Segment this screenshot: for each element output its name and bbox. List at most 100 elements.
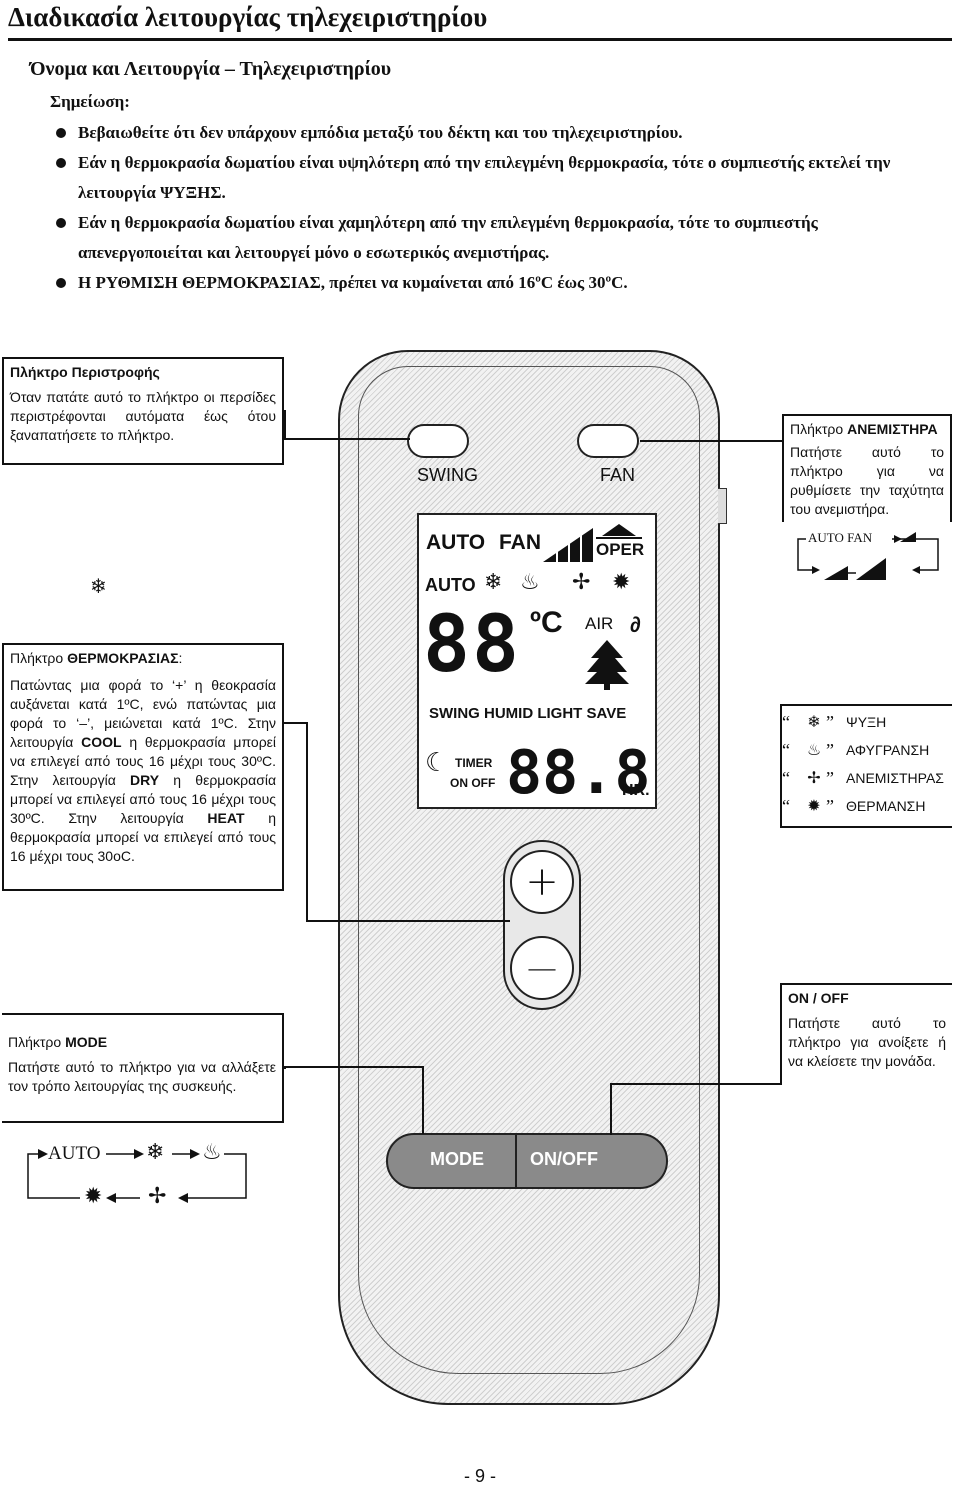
lcd-timer-digits: 88.8	[506, 738, 651, 808]
onoff-leader-line	[610, 1083, 612, 1135]
quote-mark: ”	[826, 767, 834, 788]
lcd-mode-auto-label: AUTO	[425, 575, 476, 595]
remote-inner-outline	[358, 366, 700, 1374]
lcd-air-label: AIR	[585, 614, 614, 633]
dry-icon: ♨	[202, 1140, 222, 1165]
temp-heading-bold: ΘΕΡΜΟΚΡΑΣΙΑΣ	[67, 650, 179, 666]
fan-button-label: FAN	[600, 465, 636, 485]
temp-text-3: η θερμοκρασία μπορεί να επιλεγεί από του…	[10, 772, 277, 826]
temp-heading-prefix: Πλήκτρο	[10, 650, 68, 666]
legend-label-fan: ΑΝΕΜΙΣΤΗΡΑΣ	[846, 769, 944, 786]
lcd-heat-icon: ✹	[612, 570, 631, 595]
swing-button-label: SWING	[417, 465, 478, 485]
snowflake-icon: ❄	[807, 713, 821, 731]
lcd-moon-icon: ☾	[425, 748, 449, 778]
swing-callout-text: Όταν πατάτε αυτό το πλήκτρο οι περσίδες …	[10, 389, 276, 443]
swing-button[interactable]	[407, 424, 469, 458]
fan-cycle-start-label: AUTO FAN	[806, 530, 875, 546]
fan-callout-box: Πλήκτρο ΑΝΕΜΙΣΤΗΡΑ Πατήστε αυτό το πλήκτ…	[782, 414, 952, 522]
lcd-function-labels: SWING HUMID LIGHT SAVE	[429, 705, 627, 722]
temp-cool-label: COOL	[81, 734, 122, 750]
fan-heading-prefix: Πλήκτρο	[790, 421, 848, 437]
mode-cycle-arrows	[27, 1149, 247, 1203]
temperature-up-button[interactable]: +	[510, 850, 574, 914]
oper-arrow-icon	[602, 524, 636, 536]
title-divider	[8, 38, 952, 41]
dry-icon: ♨	[806, 741, 822, 759]
snowflake-icon: ❄	[90, 574, 107, 598]
sun-icon: ✹	[84, 1184, 103, 1209]
fan-leader-line	[640, 440, 782, 442]
mode-legend-box: “❄”ΨΥΞΗ “♨”ΑΦΥΓΡΑΝΣΗ “✢”ΑΝΕΜΙΣΤΗΡΑΣ “✹”Θ…	[780, 704, 952, 828]
legend-label-dry: ΑΦΥΓΡΑΝΣΗ	[846, 741, 930, 758]
lcd-onoff-label: ON OFF	[450, 776, 496, 790]
lcd-hr-label: HR.	[622, 782, 650, 799]
temperature-leader-line	[306, 920, 510, 922]
temperature-leader-line	[284, 722, 308, 724]
lcd-tree-icon	[585, 640, 629, 690]
swing-callout-heading: Πλήκτρο Περιστροφής	[10, 364, 160, 380]
section-subtitle: Όνομα και Λειτουργία – Τηλεχειριστηρίου	[30, 58, 392, 80]
temperature-callout-text: Πατώντας μια φορά το ‘+’ η θεοκρασία αυξ…	[10, 676, 276, 866]
mode-callout-box: Πλήκτρο MODE Πατήστε αυτό το πλήκτρο για…	[2, 1013, 284, 1123]
quote-mark: ”	[826, 711, 834, 732]
note-item: Εάν η θερμοκρασία δωματίου είναι χαμηλότ…	[50, 208, 945, 268]
temperature-down-button[interactable]: —	[510, 936, 574, 1000]
onoff-leader-line	[780, 983, 782, 1085]
lcd-timer-label: TIMER	[455, 756, 493, 770]
bottom-button-housing	[386, 1133, 668, 1189]
note-item: Η ΡΥΘΜΙΣΗ ΘΕΡΜΟΚΡΑΣΙΑΣ, πρέπει να κυμαίν…	[50, 268, 945, 298]
lcd-dry-icon: ♨	[520, 570, 540, 595]
note-item: Βεβαιωθείτε ότι δεν υπάρχουν εμπόδια μετ…	[50, 118, 945, 148]
mode-heading-bold: MODE	[65, 1034, 108, 1050]
mode-leader-line	[284, 1067, 286, 1069]
mode-button[interactable]: MODE	[430, 1149, 484, 1169]
temperature-callout-heading: Πλήκτρο ΘΕΡΜΟΚΡΑΣΙΑΣ:	[10, 649, 276, 668]
temp-dry-label: DRY	[130, 772, 160, 788]
swing-leader-line	[284, 438, 410, 440]
fan-callout-text: Πατήστε αυτό το πλήκτρο για να ρυθμίσετε…	[790, 444, 944, 517]
note-item: Εάν η θερμοκρασία δωματίου είναι υψηλότε…	[50, 148, 945, 208]
fan-cycle-diagram: AUTO FAN	[790, 530, 940, 590]
legend-row-cool: “ ❄ ” ΨΥΞΗ	[782, 708, 952, 736]
lcd-oper-label: OPER	[596, 540, 645, 559]
quote-mark: ”	[826, 795, 834, 816]
lcd-celsius-unit: ºC	[530, 606, 563, 639]
quote-mark: ”	[826, 739, 834, 760]
page-title: Διαδικασία λειτουργίας τηλεχειριστηρίου	[8, 2, 488, 32]
legend-label-cool: ΨΥΞΗ	[846, 713, 887, 730]
page-number: - 9 -	[463, 1466, 496, 1486]
remote-side-tab	[718, 488, 727, 524]
fan-speed-bars-icon	[543, 528, 593, 562]
mode-callout-heading: Πλήκτρο MODE	[8, 1033, 276, 1052]
lcd-oper-underline	[596, 537, 642, 539]
mode-leader-line	[422, 1066, 424, 1134]
quote-mark: “	[782, 767, 790, 788]
temp-text-2: η θερμοκρασία μπορεί να επιλεγεί από του…	[10, 734, 277, 788]
legend-row-heat: “✹”ΘΕΡΜΑΝΣΗ	[782, 792, 952, 820]
temperature-callout-box: Πλήκτρο ΘΕΡΜΟΚΡΑΣΙΑΣ: Πατώντας μια φορά …	[2, 643, 284, 891]
temp-heading-suffix: :	[178, 650, 183, 666]
quote-mark: “	[782, 711, 790, 732]
fan-button[interactable]	[577, 424, 639, 458]
note-label: Σημείωση:	[50, 92, 130, 111]
mode-cycle-start-label: AUTO	[48, 1143, 101, 1164]
lcd-fan-icon: ✢	[572, 570, 591, 595]
lcd-fan-label: FAN	[499, 531, 541, 554]
lcd-auto-fan-label: AUTO	[426, 531, 486, 554]
fan-callout-heading: Πλήκτρο ΑΝΕΜΙΣΤΗΡΑ	[790, 420, 944, 439]
lcd-temperature-digits: 88	[423, 600, 521, 690]
fan-cycle-arrows	[797, 532, 939, 580]
temp-text-4: η θερμοκρασία μπορεί να επιλεγεί από του…	[10, 810, 277, 864]
snowflake-icon: ❄	[146, 1140, 165, 1165]
legend-row-fan: “✢”ΑΝΕΜΙΣΤΗΡΑΣ	[782, 764, 952, 792]
swing-leader-line	[284, 410, 286, 440]
fan-icon: ✢	[148, 1184, 167, 1209]
mode-leader-line	[284, 1066, 424, 1068]
legend-row-dry: “ ♨” ΑΦΥΓΡΑΝΣΗ	[782, 736, 952, 764]
quote-mark: “	[782, 795, 790, 816]
quote-mark: “	[782, 739, 790, 760]
onoff-button[interactable]: ON/OFF	[530, 1149, 598, 1169]
mode-cycle-diagram: AUTO ❄ ♨ ✹ ✢	[10, 1134, 250, 1214]
onoff-callout-heading: ON / OFF	[788, 990, 849, 1006]
